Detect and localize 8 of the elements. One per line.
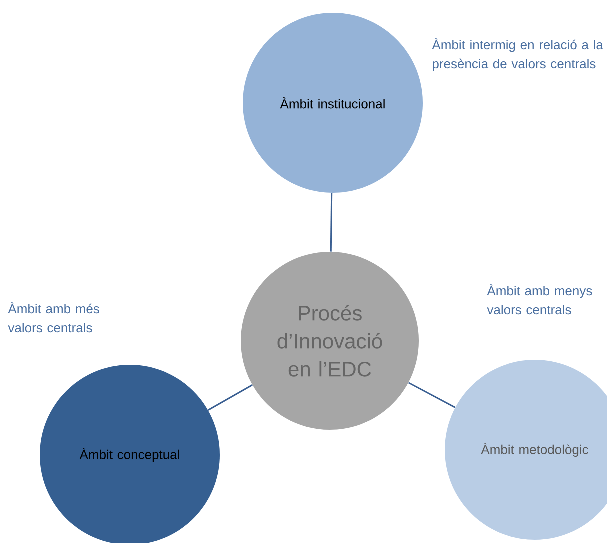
annotation-text: Àmbit amb menys valors centrals bbox=[487, 284, 592, 315]
connector-line bbox=[208, 384, 253, 411]
annotation-text: Àmbit intermig en relació a la presència de valors centrals bbox=[432, 38, 604, 72]
connector-line bbox=[408, 382, 456, 408]
connector-line bbox=[330, 193, 333, 252]
circle-node: Procés d’Innovació en l’EDC bbox=[241, 252, 419, 430]
circle-node: Àmbit institucional bbox=[243, 13, 423, 193]
annotation-text: Àmbit amb més valors centrals bbox=[8, 302, 100, 333]
